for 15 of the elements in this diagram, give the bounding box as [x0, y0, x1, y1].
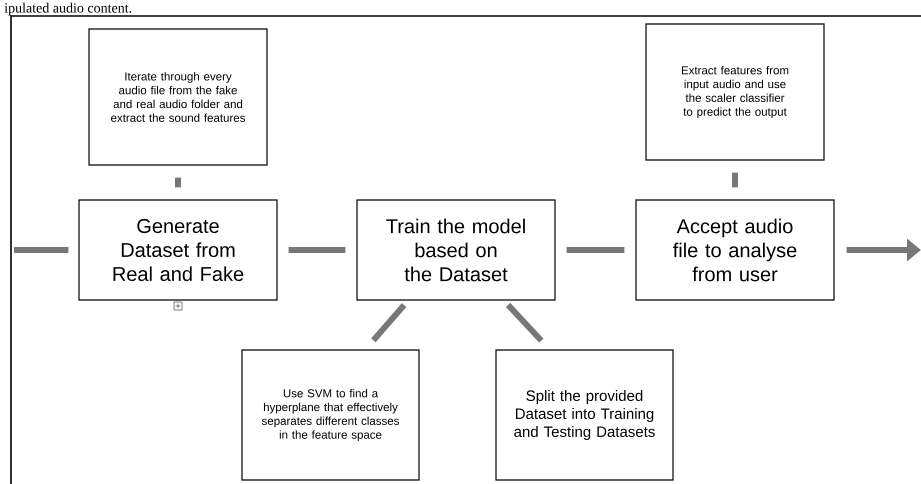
connector	[732, 172, 738, 188]
connector	[371, 303, 406, 342]
process-box: Generate Dataset from Real and Fake	[78, 199, 278, 301]
connector	[14, 247, 68, 253]
connector	[506, 302, 544, 343]
note-box: Extract features from input audio and use the scaler classifier to predict the output	[645, 23, 825, 161]
note-box: Use SVM to find a hyperplane that effectively separates different classes in the feature space	[241, 349, 420, 481]
connector	[175, 178, 181, 188]
process-box: Split the provided Dataset into Training and Testing Datasets	[495, 349, 674, 481]
connector	[566, 247, 624, 253]
connector	[288, 247, 346, 253]
note-box: Iterate through every audio file from the fake and real audio folder and extract the sound features	[88, 28, 268, 166]
process-box: Train the model based on the Dataset	[356, 199, 556, 301]
caption-text: ipulated audio content.	[4, 2, 132, 16]
process-box: Accept audio file to analyse from user	[635, 199, 835, 301]
